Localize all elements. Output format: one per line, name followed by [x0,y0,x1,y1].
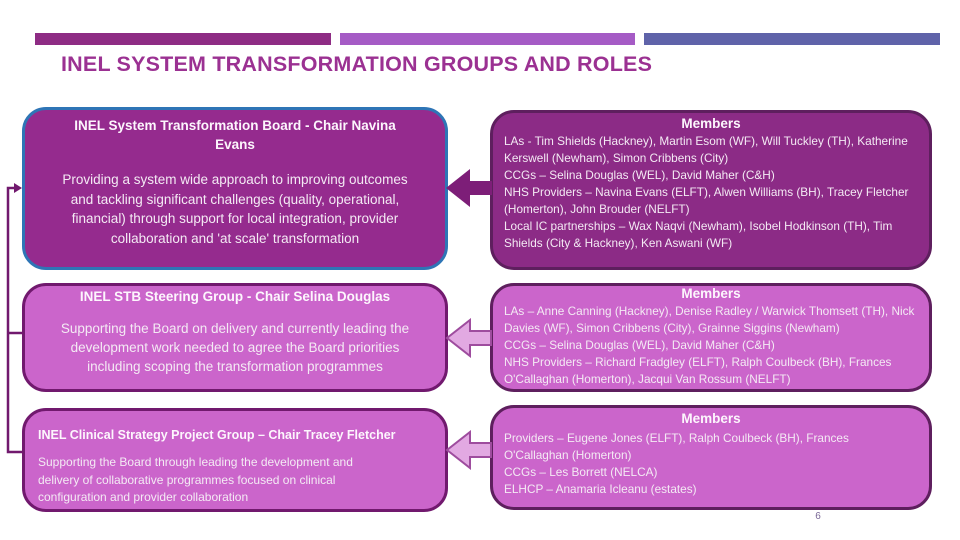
steering-members-list: LAs – Anne Canning (Hackney), Denise Rad… [493,303,929,388]
accent-bars [35,33,941,45]
accent-bar-purple [339,33,636,45]
steering-group-box: INEL STB Steering Group - Chair Selina D… [22,283,448,392]
left-block-arrow-icon [445,318,492,358]
clinical-members-heading: Members [681,411,741,426]
members-line: CCGs – Les Borrett (NELCA) [504,465,658,479]
accent-bar-blue [644,33,941,45]
board-members-box: Members LAs - Tim Shields (Hackney), Mar… [490,110,932,270]
board-members-list: LAs - Tim Shields (Hackney), Martin Esom… [493,133,929,252]
accent-bar-magenta [35,33,331,45]
board-members-heading: Members [681,116,741,131]
left-block-arrow-icon [445,430,492,470]
members-line: NHS Providers – Richard Fradgley (ELFT),… [504,355,892,386]
page-number: 6 [815,511,821,522]
clinical-group-description: Supporting the Board through leading the… [38,455,353,504]
members-line: NHS Providers – Navina Evans (ELFT), Alw… [504,185,909,216]
board-group-box: INEL System Transformation Board - Chair… [22,107,448,270]
left-block-arrow-icon [446,169,492,207]
members-line: CCGs – Selina Douglas (WEL), David Maher… [504,338,775,352]
members-line: CCGs – Selina Douglas (WEL), David Maher… [504,168,775,182]
board-group-description: Providing a system wide approach to impr… [62,172,408,246]
steering-group-description: Supporting the Board on delivery and cur… [60,321,410,374]
page-title: INEL SYSTEM TRANSFORMATION GROUPS AND RO… [61,52,653,76]
members-line: ELHCP – Anamaria Icleanu (estates) [504,482,697,496]
steering-members-heading: Members [681,286,741,301]
members-line: LAs - Tim Shields (Hackney), Martin Esom… [504,134,908,165]
members-line: Providers – Eugene Jones (ELFT), Ralph C… [504,431,849,462]
steering-members-box: Members LAs – Anne Canning (Hackney), De… [490,283,932,392]
clinical-group-title: INEL Clinical Strategy Project Group – C… [38,428,396,442]
clinical-group-box: INEL Clinical Strategy Project Group – C… [22,408,448,512]
clinical-members-box: Members Providers – Eugene Jones (ELFT),… [490,405,932,510]
board-group-title: INEL System Transformation Board - Chair… [74,118,396,152]
members-line: Local IC partnerships – Wax Naqvi (Newha… [504,219,893,250]
clinical-members-list: Providers – Eugene Jones (ELFT), Ralph C… [493,430,929,498]
members-line: LAs – Anne Canning (Hackney), Denise Rad… [504,304,915,335]
steering-group-title: INEL STB Steering Group - Chair Selina D… [79,289,391,304]
